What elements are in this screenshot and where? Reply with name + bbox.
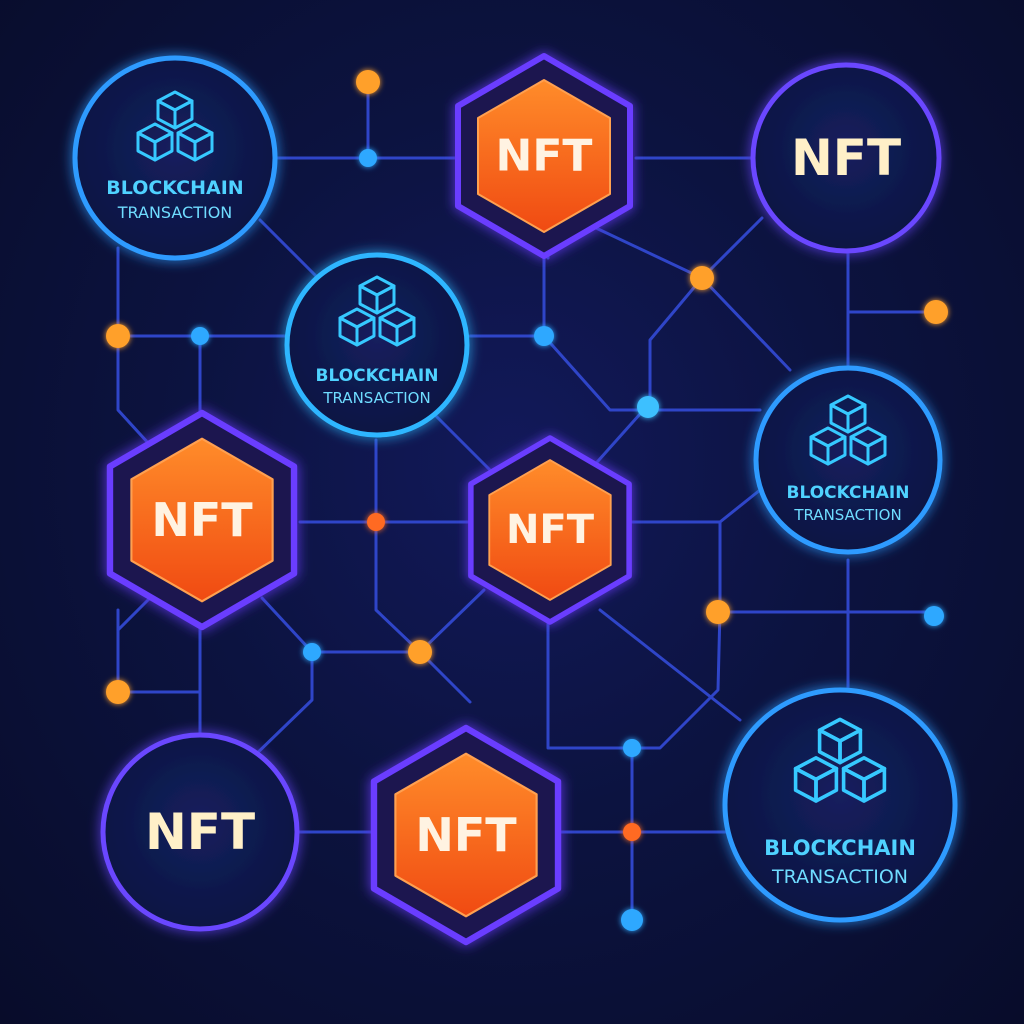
blue-dot	[621, 909, 643, 931]
nft-label: NFT	[791, 129, 901, 187]
nft-hex-node-2: NFT	[110, 413, 294, 627]
nft-circle-node-1: NFT	[750, 62, 942, 254]
blockchain-label: BLOCKCHAIN	[106, 177, 243, 199]
transaction-label: TRANSACTION	[322, 389, 430, 407]
connection-line	[258, 218, 322, 282]
connection-line	[274, 80, 370, 160]
blockchain-node-3: BLOCKCHAIN TRANSACTION	[753, 365, 943, 555]
connection-line	[588, 403, 650, 472]
blockchain-node-4: BLOCKCHAIN TRANSACTION	[722, 687, 958, 923]
connection-line	[468, 256, 546, 338]
connection-line	[116, 608, 202, 694]
connection-line	[418, 588, 486, 654]
orange-dot	[367, 513, 385, 531]
connection-line	[700, 276, 792, 372]
blockchain-node-1: BLOCKCHAIN TRANSACTION	[72, 55, 278, 261]
orange-dot	[690, 266, 714, 290]
connection-line	[648, 276, 704, 407]
connection-line	[116, 596, 152, 632]
connection-line	[546, 520, 722, 750]
nft-hex-node-4: NFT	[374, 728, 558, 942]
orange-dot	[706, 600, 730, 624]
orange-dot	[356, 70, 380, 94]
transaction-label: TRANSACTION	[117, 203, 233, 222]
blue-dot	[191, 327, 209, 345]
nft-hex-node-3: NFT	[471, 438, 629, 622]
orange-dot	[106, 680, 130, 704]
nft-label: NFT	[145, 803, 255, 861]
connection-line	[116, 334, 152, 447]
blockchain-node-2: BLOCKCHAIN TRANSACTION	[284, 252, 470, 438]
orange-dot	[623, 823, 641, 841]
nft-circle-node-2: NFT	[100, 732, 300, 932]
nft-label: NFT	[506, 507, 595, 553]
blockchain-label: BLOCKCHAIN	[764, 836, 916, 860]
connection-line	[594, 216, 764, 280]
nft-label: NFT	[151, 493, 253, 547]
connection-line	[116, 246, 292, 338]
connection-line	[248, 650, 422, 762]
blue-dot	[359, 149, 377, 167]
blue-dot	[637, 396, 659, 418]
transaction-label: TRANSACTION	[793, 506, 901, 524]
blue-dot	[303, 643, 321, 661]
connection-line	[598, 608, 742, 722]
blue-dot	[623, 739, 641, 757]
connection-line	[260, 596, 314, 654]
blockchain-label: BLOCKCHAIN	[787, 483, 910, 503]
orange-dot	[408, 640, 432, 664]
blockchain-label: BLOCKCHAIN	[316, 366, 439, 386]
connection-line	[542, 334, 762, 412]
blue-dot	[924, 606, 944, 626]
transaction-label: TRANSACTION	[771, 866, 908, 888]
junction-dots	[106, 70, 948, 931]
orange-dot	[924, 300, 948, 324]
connection-line	[630, 488, 762, 524]
nft-hex-node-1: NFT	[458, 56, 630, 256]
nft-label: NFT	[496, 131, 593, 182]
connection-line	[374, 438, 422, 654]
orange-dot	[106, 324, 130, 348]
nft-label: NFT	[415, 808, 517, 862]
connection-line	[846, 250, 938, 314]
blue-dot	[534, 326, 554, 346]
